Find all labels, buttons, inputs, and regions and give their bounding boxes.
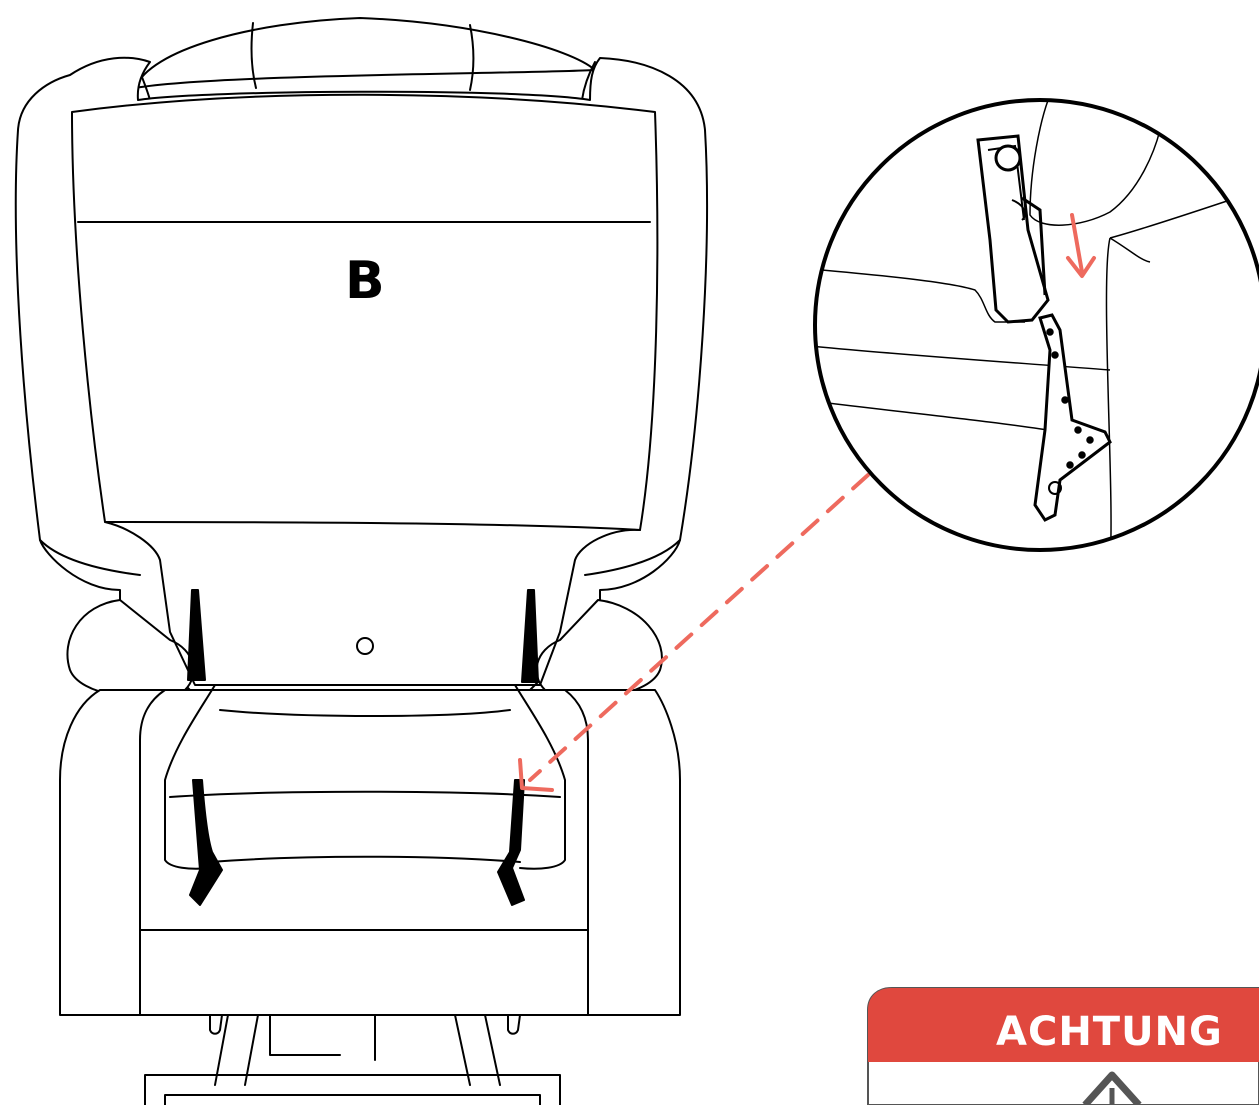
warning-box: ACHTUNG: [867, 987, 1259, 1105]
part-label-b: B: [345, 251, 385, 311]
warning-triangle-icon: [1082, 1071, 1142, 1105]
detail-magnifier: [813, 98, 1259, 552]
warning-header: [868, 988, 1259, 1062]
recliner-chair-back-view: [14, 17, 709, 1105]
warning-title: ACHTUNG: [996, 1009, 1223, 1055]
detail-pointer-arrow: [518, 473, 870, 792]
